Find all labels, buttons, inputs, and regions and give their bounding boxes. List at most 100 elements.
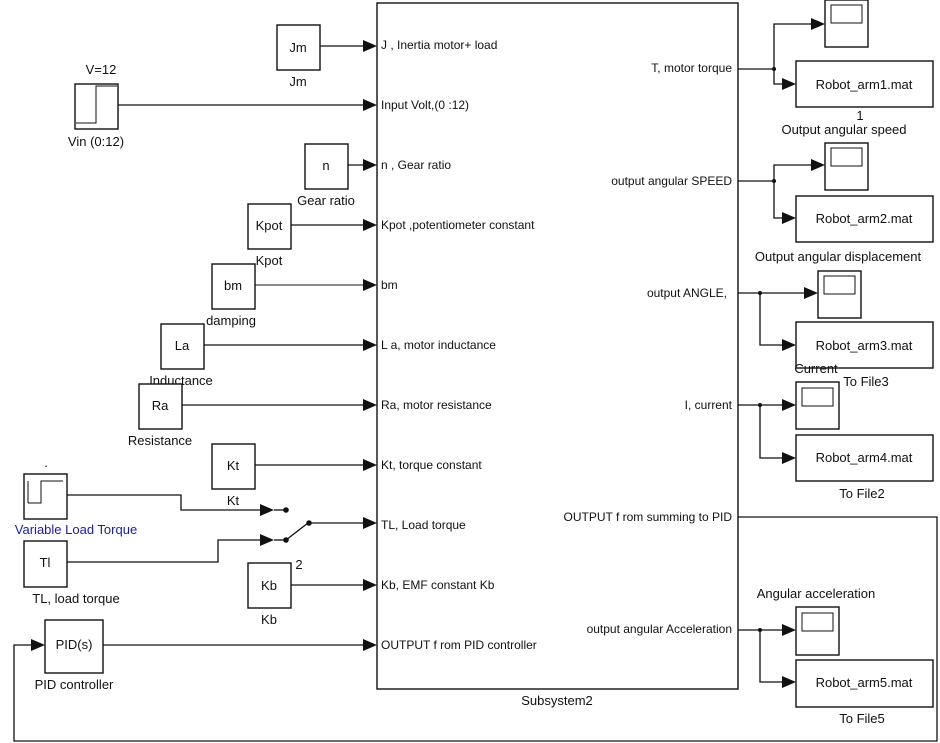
scope-label: Output angular speed (781, 122, 906, 137)
arrow-icon (363, 339, 377, 351)
constant-value: n (322, 158, 329, 173)
scope-screen-icon (830, 147, 863, 167)
signal-wire[interactable] (738, 23, 813, 70)
output-port-label: output angular SPEED (611, 174, 732, 188)
switch-contact (283, 507, 289, 513)
scope-number: 1 (856, 108, 863, 123)
scope-label: Angular acceleration (757, 586, 876, 601)
arrow-icon (782, 676, 796, 688)
arrow-icon (363, 99, 377, 111)
to-file-block[interactable]: Robot_arm1.mat (795, 60, 934, 108)
input-port-label: J , Inertia motor+ load (381, 38, 497, 52)
file-block-label: To File5 (839, 711, 885, 726)
arrow-icon (363, 579, 377, 591)
block-top-label: . (44, 455, 48, 470)
port-number: 2 (295, 557, 302, 572)
arrow-icon (811, 18, 825, 30)
constant-block-kt[interactable]: Kt Kt (211, 443, 256, 508)
scope-block[interactable] (795, 381, 840, 430)
pid-value: PID(s) (56, 637, 93, 652)
file-name: Robot_arm2.mat (816, 211, 913, 226)
input-port-label: Kpot ,potentiometer constant (381, 218, 535, 232)
constant-block-tl[interactable]: Tl TL, load torque (23, 540, 120, 606)
output-port-label: output ANGLE, (647, 286, 727, 300)
branch-point (758, 403, 762, 407)
input-port-label: bm (381, 278, 398, 292)
feedback-wire[interactable] (13, 516, 938, 742)
constant-value: Kb (261, 578, 277, 593)
scope-screen-icon (801, 387, 834, 407)
constant-value: Ra (152, 398, 169, 413)
to-file-block[interactable]: Robot_arm5.mat (795, 659, 934, 708)
block-label: Resistance (128, 433, 192, 448)
constant-block-kb[interactable]: 2 Kb Kb (247, 557, 303, 627)
constant-value: Jm (289, 40, 306, 55)
constant-block-la[interactable]: La Inductance (149, 323, 213, 388)
constant-value: Kpot (256, 218, 283, 233)
input-port-label: Kb, EMF constant Kb (381, 578, 495, 592)
input-port-label: Ra, motor resistance (381, 398, 492, 412)
switch-contact (306, 520, 312, 526)
signal-wire[interactable] (738, 164, 813, 182)
input-port-label: TL, Load torque (381, 518, 466, 532)
constant-block-bm[interactable]: bm damping (206, 263, 256, 328)
input-port-label: n , Gear ratio (381, 158, 451, 172)
step-source-vin[interactable]: V=12 Vin (0:12) (68, 62, 124, 149)
subsystem-body[interactable] (376, 2, 739, 690)
arrow-icon (260, 504, 274, 516)
to-file-block[interactable]: Robot_arm3.mat (795, 321, 934, 369)
constant-block-ra[interactable]: Ra Resistance (128, 383, 192, 448)
arrow-icon (260, 534, 274, 546)
pid-controller-block[interactable]: PID(s) PID controller (35, 619, 114, 692)
manual-switch[interactable] (274, 507, 312, 543)
scope-screen-icon (823, 275, 856, 295)
to-file-block[interactable]: Robot_arm4.mat (795, 434, 934, 482)
scope-label: Output angular displacement (755, 249, 922, 264)
constant-value: bm (224, 278, 242, 293)
block-label: Gear ratio (297, 193, 355, 208)
scope-block[interactable] (824, 142, 869, 191)
constant-value: La (175, 338, 190, 353)
step-icon (76, 85, 117, 124)
arrow-icon (363, 517, 377, 529)
file-name: Robot_arm4.mat (816, 450, 913, 465)
scope-screen-icon (801, 612, 834, 632)
input-port-label: Input Volt,(0 :12) (381, 98, 469, 112)
block-top-label: V=12 (86, 62, 117, 77)
block-label: Kb (261, 612, 277, 627)
constant-block-kpot[interactable]: Kpot Kpot (247, 203, 292, 268)
scope-block[interactable] (817, 270, 862, 319)
file-name: Robot_arm1.mat (816, 77, 913, 92)
signal-wire[interactable] (773, 69, 784, 85)
signal-wire[interactable] (67, 494, 262, 511)
branch-point (758, 628, 762, 632)
arrow-icon (363, 639, 377, 651)
block-label: damping (206, 313, 256, 328)
arrow-icon (31, 639, 45, 651)
scope-block[interactable] (795, 606, 840, 656)
block-label: Kpot (256, 253, 283, 268)
subsystem-block[interactable]: Subsystem2 (376, 2, 739, 708)
signal-wire[interactable] (67, 539, 262, 563)
signal-wire[interactable] (773, 181, 784, 219)
constant-block-n[interactable]: n Gear ratio (297, 143, 355, 208)
block-label: Variable Load Torque (15, 522, 137, 537)
signal-wire[interactable] (759, 293, 784, 346)
input-port-label: Kt, torque constant (381, 458, 482, 472)
arrow-icon (804, 287, 818, 299)
output-port-label: I, current (685, 398, 733, 412)
branch-point (772, 179, 776, 183)
switch-lever[interactable] (285, 522, 309, 541)
scope-block[interactable] (824, 0, 869, 48)
block-label: PID controller (35, 677, 114, 692)
scope-screen-icon (830, 4, 863, 24)
signal-builder-variable-load-torque[interactable]: . Variable Load Torque (15, 455, 137, 537)
constant-value: Kt (227, 458, 240, 473)
signal-wire[interactable] (759, 405, 784, 459)
constant-block-jm[interactable]: Jm Jm (276, 24, 321, 89)
branch-point (772, 67, 776, 71)
output-port-label: output angular Acceleration (587, 622, 732, 636)
file-name: Robot_arm5.mat (816, 675, 913, 690)
to-file-block[interactable]: Robot_arm2.mat (795, 195, 934, 243)
signal-wire[interactable] (759, 630, 784, 683)
